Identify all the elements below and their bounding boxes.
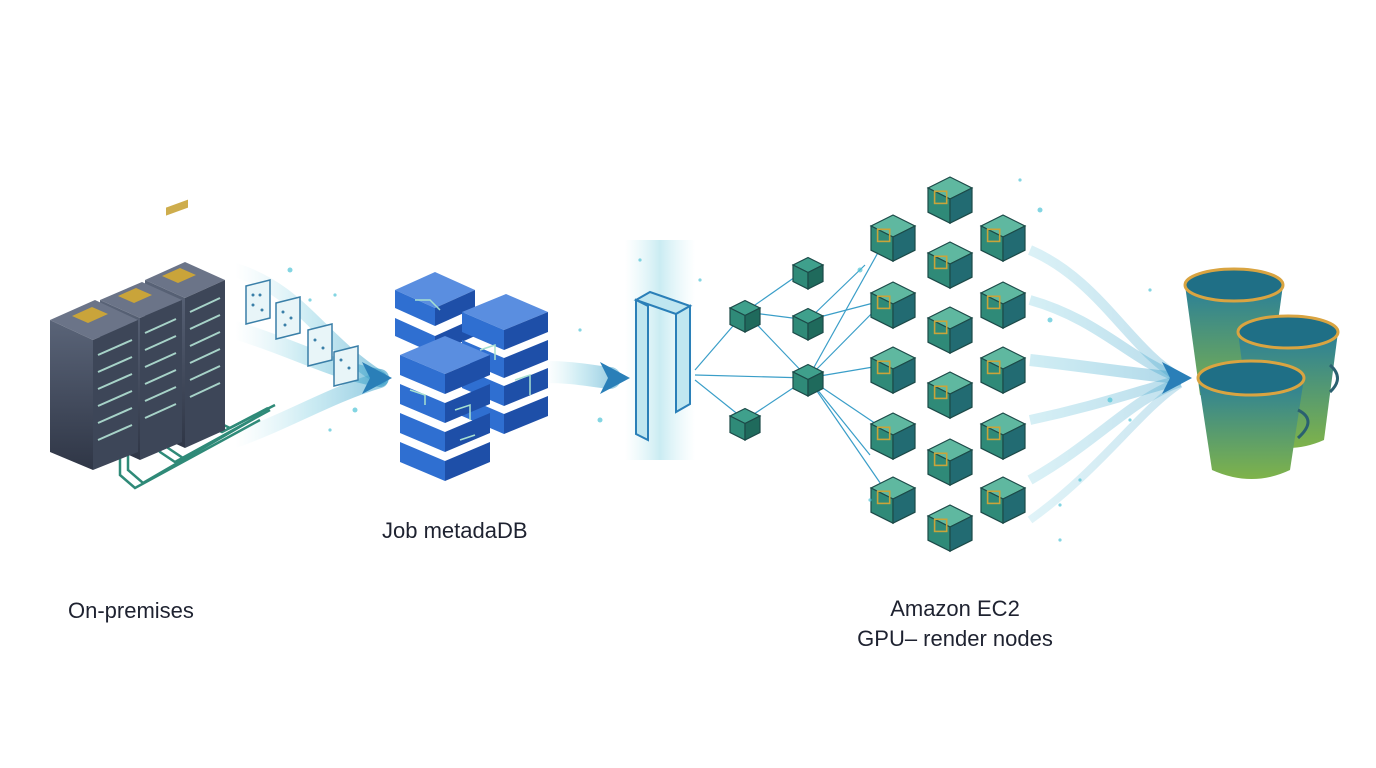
network-node-icon [728,256,825,441]
gpu-node-icon [926,176,974,225]
database-stack-icon [395,272,548,481]
particles [287,178,1152,542]
gpu-node-icon [869,476,917,525]
gpu-node-icon [869,412,917,461]
particle-dot [352,407,358,413]
flow-stream-2 [534,361,630,394]
network-node-icon [791,256,825,290]
gpu-node-icon [926,241,974,290]
particle-dot [1078,478,1082,482]
server-drive-slots [97,297,221,441]
particle-dot [578,328,582,332]
particle-dot [1107,397,1113,403]
particle-dot [1047,317,1053,323]
network-links [694,239,886,491]
network-node-icon [728,407,762,441]
gpu-node-icon [926,371,974,420]
gpu-node-icon [926,504,974,553]
storage-bucket-group [1183,267,1340,479]
storage-bucket-icon [1196,359,1310,479]
network-node-icon [728,299,762,333]
server-rack-icon [50,199,225,470]
particle-dot [868,498,872,502]
gateway-frame-icon [625,240,695,460]
particle-dot [857,267,863,273]
flow-stream-3 [1027,245,1192,524]
gpu-node-icon [979,281,1027,330]
arrow-right-icon [1162,362,1192,394]
server-top-vents [72,268,196,323]
on-premises-label: On-premises [68,598,194,623]
particle-dot [1058,538,1062,542]
particle-dot [328,428,332,432]
gpu-node-icon [869,346,917,395]
particle-dot [1058,503,1062,507]
arrow-right-icon [362,362,392,394]
particle-dot [638,258,642,262]
flow-stream-1 [226,263,392,448]
gpu-node-icon [979,476,1027,525]
particle-dot [1148,288,1152,292]
network-node-icon [791,307,825,341]
gpu-node-icon [926,306,974,355]
on-premises-servers [50,199,276,490]
arrow-right-icon [600,362,630,394]
data-tile-icon [245,279,359,387]
gpu-node-icon [869,281,917,330]
particle-dot [698,278,702,282]
particle-dot [333,293,337,297]
ec2-label-line1: Amazon EC2 [890,596,1020,621]
particle-dot [1037,207,1043,213]
network-node-icon [791,363,825,397]
gpu-node-icon [979,412,1027,461]
gpu-node-icon [979,214,1027,263]
particle-dot [287,267,293,273]
gpu-node-grid [869,176,1027,553]
ec2-label-line2: GPU– render nodes [857,626,1053,651]
gpu-node-icon [979,346,1027,395]
particle-dot [308,298,312,302]
gpu-node-icon [926,438,974,487]
gpu-node-icon [869,214,917,263]
particle-dot [597,417,603,423]
ec2-render-nodes-label: Amazon EC2 GPU– render nodes [820,594,1090,654]
particle-dot [1018,178,1022,182]
job-metadata-db-label: Job metadaDB [382,518,528,543]
particle-dot [1128,418,1132,422]
